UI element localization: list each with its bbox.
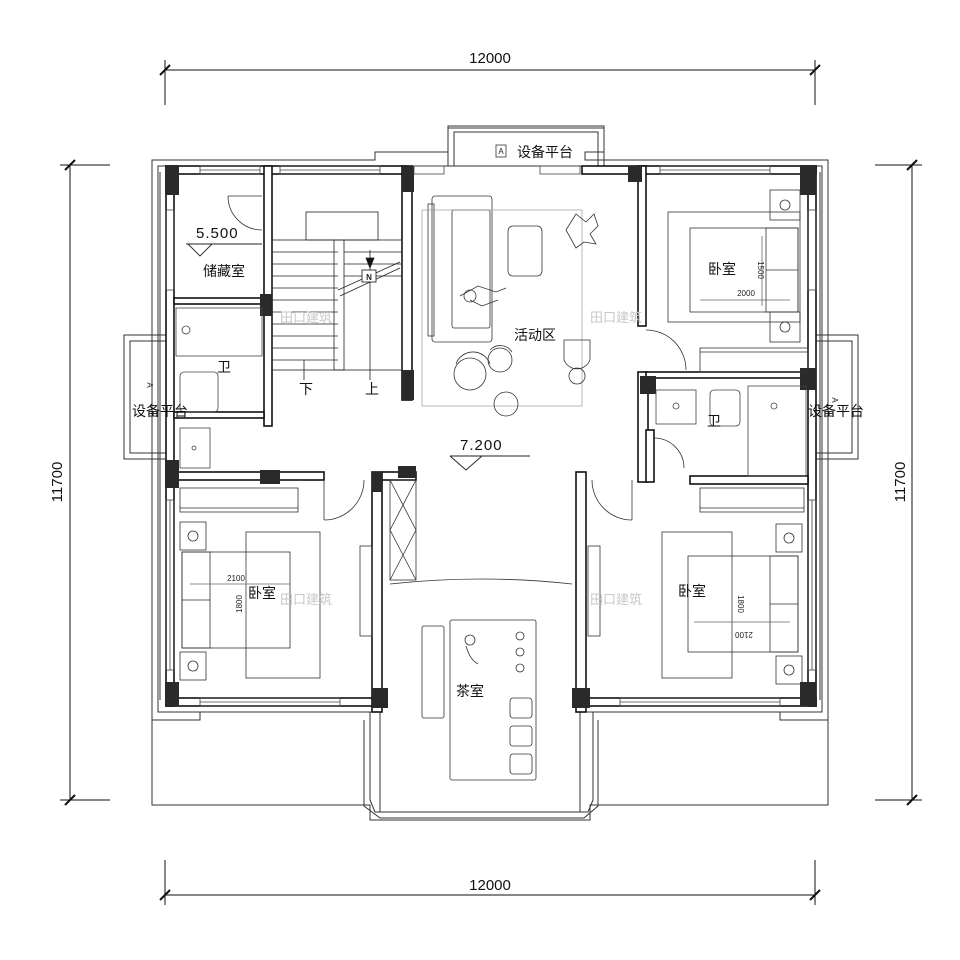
bed-se-height: 1800: [736, 595, 745, 613]
equipment-left-label: 设备平台: [132, 403, 188, 420]
bed-sw-height: 1800: [235, 595, 244, 613]
watermark-4: 田口建筑: [590, 592, 642, 608]
stair-up-label: 上: [365, 382, 379, 398]
watermark-3: 田口建筑: [280, 592, 332, 608]
stair: [271, 211, 403, 380]
bath-right-label: 卫: [707, 414, 721, 430]
north-marker: N: [366, 273, 372, 282]
storage-room-label: 储藏室: [203, 263, 245, 280]
tag-left: A: [145, 382, 154, 388]
bath-left-fixtures: [175, 307, 263, 469]
dimension-top-label: 12000: [469, 50, 511, 67]
bedroom-sw-label: 卧室: [248, 585, 276, 602]
level-main: 7.200: [460, 437, 503, 454]
level-storage: 5.500: [196, 225, 239, 242]
level-marker-storage: [186, 243, 262, 257]
watermark-2: 田口建筑: [590, 310, 642, 326]
dimension-top: [159, 60, 821, 105]
watermark-1: 田口建筑: [280, 310, 332, 326]
bedroom-sw-furniture: [179, 487, 373, 681]
tea-room-furniture: [389, 479, 573, 781]
bath-left-label: 卫: [217, 360, 231, 376]
bed-ne-width: 2000: [737, 289, 755, 298]
doors: [227, 195, 687, 521]
bedroom-ne-furniture: [667, 189, 809, 373]
columns: [165, 165, 816, 708]
dimension-left-label: 11700: [49, 462, 66, 503]
dimension-right-label: 11700: [892, 462, 909, 503]
activity-area-label: 活动区: [514, 328, 556, 344]
equipment-right-label: 设备平台: [808, 403, 864, 420]
dimension-left: [60, 159, 110, 806]
windows: [165, 165, 817, 707]
bath-right-fixtures: [655, 385, 807, 477]
equipment-top-label: 设备平台: [517, 144, 573, 161]
bedroom-se-label: 卧室: [678, 583, 706, 600]
tag-right: A: [830, 397, 839, 403]
bed-sw-width: 2100: [227, 574, 245, 583]
dimension-bottom-label: 12000: [469, 877, 511, 894]
bedroom-ne-label: 卧室: [708, 261, 736, 278]
tag-top: A: [498, 147, 504, 156]
bed-ne-height: 1500: [756, 261, 765, 279]
stair-down-label: 下: [299, 382, 313, 398]
bed-se-width: 2100: [735, 630, 753, 639]
activity-furniture: [421, 195, 599, 417]
dimension-right: [875, 159, 922, 806]
bedroom-se-furniture: [587, 487, 805, 685]
tea-room-label: 茶室: [456, 683, 484, 700]
level-marker-main: [449, 455, 530, 471]
dimension-bottom: [159, 860, 821, 905]
